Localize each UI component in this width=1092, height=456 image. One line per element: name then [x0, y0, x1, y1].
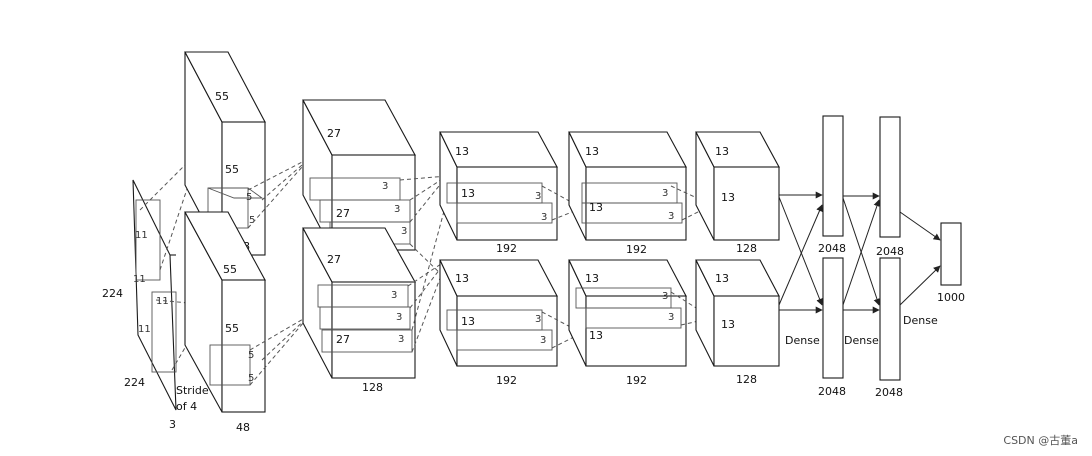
conv4-top-height: 13	[585, 145, 599, 158]
fc7-top-bar	[879, 116, 901, 238]
fc7-bottom-bar	[879, 257, 901, 381]
conv2-bottom-kernel-3: 3	[398, 334, 404, 345]
conv1-bottom-channels: 48	[236, 421, 250, 434]
output-label: 1000	[937, 291, 965, 304]
conv4-top-kernel-2: 3	[668, 211, 674, 222]
conv3-bottom-kernel-2: 3	[540, 335, 546, 346]
conv2-top-height: 27	[327, 127, 341, 140]
conv4-bottom-channels: 192	[626, 374, 647, 387]
input-kernel-label-3: 11	[156, 296, 169, 307]
fc7-top-label: 2048	[876, 245, 904, 258]
dense-label-3: Dense	[903, 314, 938, 327]
conv5-top-height: 13	[715, 145, 729, 158]
conv2-bottom-kernel-2: 3	[396, 312, 402, 323]
conv2-bottom-block: 27 27 128 3 3 3	[302, 227, 416, 394]
conv4-top-channels: 192	[626, 243, 647, 256]
input-width-label: 224	[124, 376, 145, 389]
conv2-bottom-height: 27	[327, 253, 341, 266]
input-kernel-label-1: 11	[135, 230, 148, 241]
conv2-top-depth: 27	[336, 207, 350, 220]
projection-conv1-conv2	[247, 157, 311, 386]
input-layer: 224 224 3 11 11 11 11 Stride of 4	[102, 179, 209, 431]
input-kernel-label-2: 11	[133, 274, 146, 285]
conv4-top-block: 13 13 192 3 3	[568, 131, 687, 256]
conv4-top-kernel-1: 3	[662, 188, 668, 199]
conv2-top-kernel-1: 3	[382, 181, 388, 192]
conv1-bottom-block: 55 55 48 5 5	[184, 211, 266, 434]
conv3-bottom-block: 13 13 192 3 3	[439, 259, 558, 387]
conv1-top-kernel-1: 5	[246, 192, 252, 203]
conv3-top-block: 13 13 192 3 3	[439, 131, 558, 255]
input-kernel-top	[135, 199, 161, 281]
conv1-bottom-depth: 55	[225, 322, 239, 335]
watermark: CSDN @古董a	[1003, 434, 1078, 447]
conv3-top-kernel-2: 3	[541, 212, 547, 223]
conv5-bottom-block: 13 13 128	[695, 259, 780, 386]
conv3-top-channels: 192	[496, 242, 517, 255]
fc6-bottom-bar	[822, 257, 844, 379]
conv4-top-depth: 13	[589, 201, 603, 214]
conv3-top-depth: 13	[461, 187, 475, 200]
conv2-top-kernel-2: 3	[394, 204, 400, 215]
conv4-bottom-kernel-1: 3	[662, 291, 668, 302]
conv3-bottom-channels: 192	[496, 374, 517, 387]
fc7-bottom-label: 2048	[875, 386, 903, 399]
stride-label-2: of 4	[176, 400, 197, 413]
input-channel-label: 3	[169, 418, 176, 431]
fc-layers: 2048 2048 2048 2048 1000 Dense Dense Den…	[778, 115, 965, 399]
conv1-bottom-kernel-2: 5	[248, 373, 254, 384]
input-kernel-label-4: 11	[138, 324, 151, 335]
conv4-bottom-depth: 13	[589, 329, 603, 342]
conv5-bottom-depth: 13	[721, 318, 735, 331]
conv2-top-kernel-3: 3	[401, 226, 407, 237]
input-height-label: 224	[102, 287, 123, 300]
conv2-bottom-kernel-1: 3	[391, 290, 397, 301]
conv5-top-block: 13 13 128	[695, 131, 780, 255]
conv1-top-depth: 55	[225, 163, 239, 176]
conv3-bottom-height: 13	[455, 272, 469, 285]
conv5-top-channels: 128	[736, 242, 757, 255]
conv5-bottom-height: 13	[715, 272, 729, 285]
conv1-bottom-kernel-1: 5	[248, 350, 254, 361]
input-kernel-bottom	[151, 291, 177, 373]
conv2-bottom-depth: 27	[336, 333, 350, 346]
conv3-top-kernel-1: 3	[535, 191, 541, 202]
fc6-top-label: 2048	[818, 242, 846, 255]
conv1-top-kernel-2: 5	[249, 215, 255, 226]
fc6-top-bar	[822, 115, 844, 237]
dense-label-1: Dense	[785, 334, 820, 347]
conv5-bottom-channels: 128	[736, 373, 757, 386]
stride-label: Stride	[176, 384, 209, 397]
dense-label-2: Dense	[844, 334, 879, 347]
conv3-top-height: 13	[455, 145, 469, 158]
conv3-bottom-depth: 13	[461, 315, 475, 328]
conv2-bottom-channels: 128	[362, 381, 383, 394]
conv4-bottom-block: 13 13 192 3 3	[568, 259, 687, 387]
conv5-top-depth: 13	[721, 191, 735, 204]
conv4-bottom-kernel-2: 3	[668, 312, 674, 323]
output-bar	[940, 222, 962, 286]
fc6-bottom-label: 2048	[818, 385, 846, 398]
conv1-bottom-height: 55	[223, 263, 237, 276]
conv4-bottom-height: 13	[585, 272, 599, 285]
conv3-bottom-kernel-1: 3	[535, 314, 541, 325]
conv1-top-height: 55	[215, 90, 229, 103]
